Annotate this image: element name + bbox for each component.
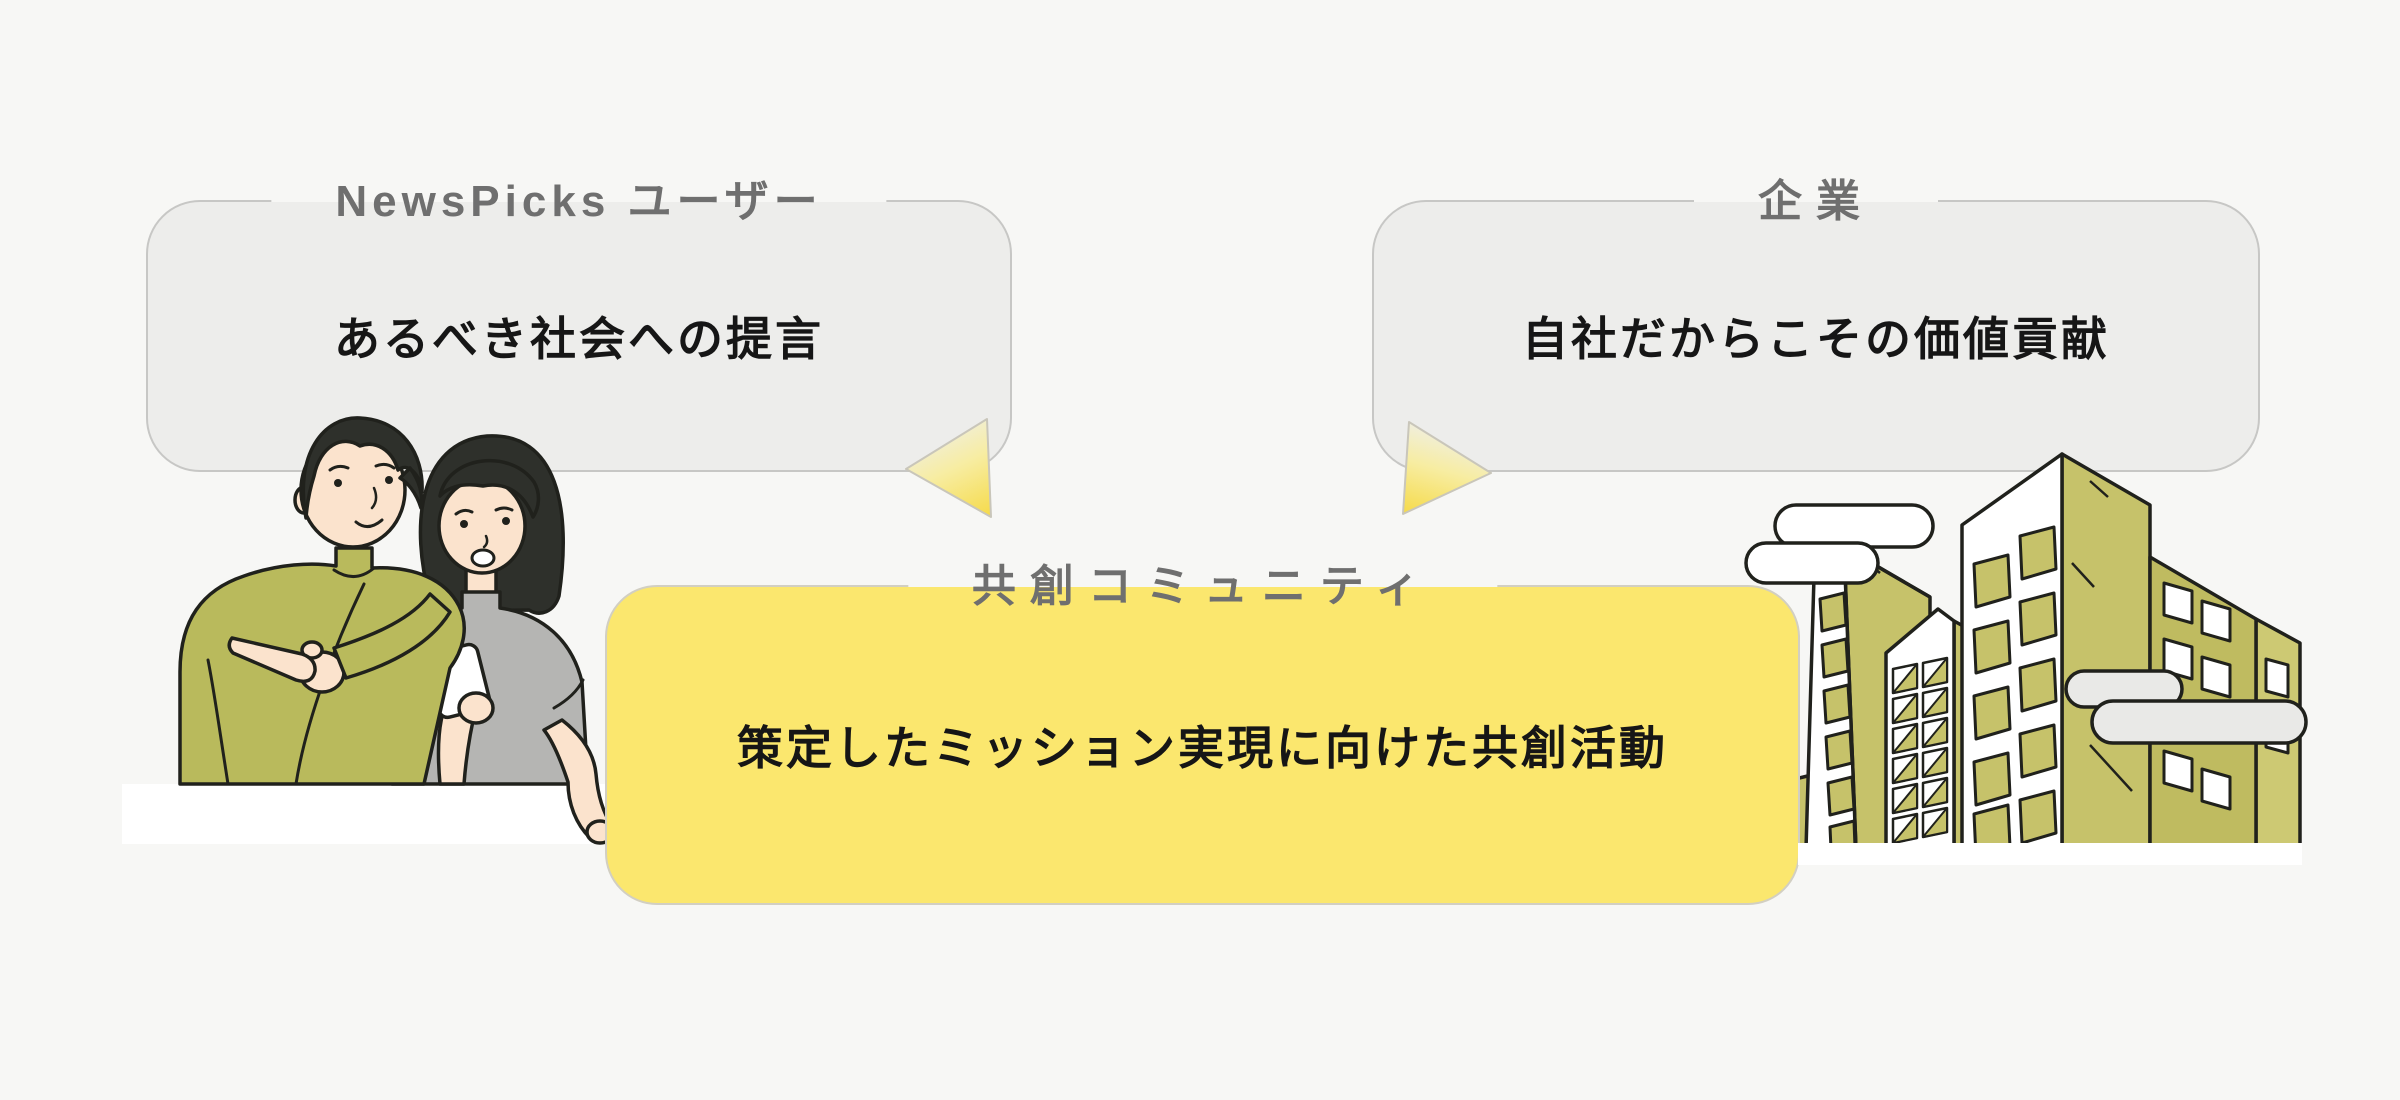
people-illustration	[122, 416, 624, 845]
company-speech-tail-icon	[1402, 421, 1492, 515]
tall-tower	[1960, 452, 2152, 859]
man-figure	[178, 416, 466, 786]
community-card: 共創コミュニティ 策定したミッション実現に向けた共創活動	[605, 557, 1800, 905]
users-speech-tail-icon	[905, 418, 992, 518]
white-cloud-icon	[1744, 503, 1935, 585]
community-card-body: 策定したミッション実現に向けた共創活動	[737, 722, 1668, 774]
buildings-illustration	[1744, 452, 2308, 865]
users-card: NewsPicks ユーザー あるべき社会への提言	[146, 172, 1012, 472]
users-card-body: あるべき社会への提言	[334, 313, 824, 365]
people-floor	[122, 784, 624, 844]
users-card-title: NewsPicks ユーザー	[271, 172, 887, 232]
company-card-title: 企業	[1694, 172, 1938, 232]
gray-cloud-icon	[2064, 669, 2308, 745]
community-card-title: 共創コミュニティ	[907, 557, 1498, 617]
company-card: 企業 自社だからこその価値貢献	[1372, 172, 2260, 472]
buildings-base	[1798, 843, 2302, 865]
company-card-body: 自社だからこその価値貢献	[1522, 313, 2110, 365]
